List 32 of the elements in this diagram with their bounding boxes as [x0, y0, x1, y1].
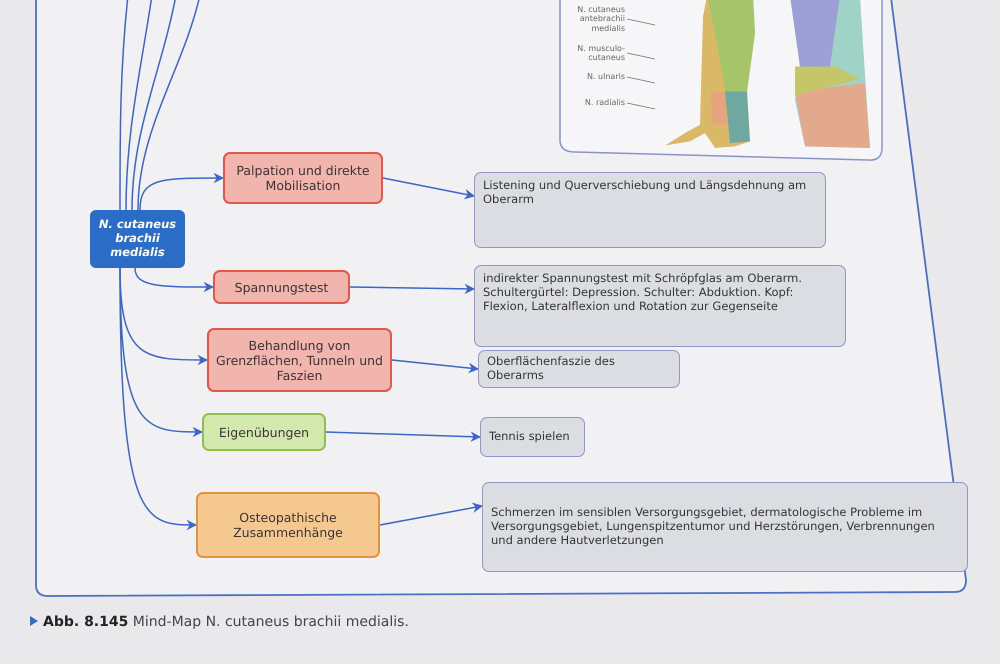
figure-caption: Abb. 8.145 Mind-Map N. cutaneus brachii medialis.: [43, 614, 409, 630]
arrow: [380, 502, 484, 526]
category-box: Eigenübungen: [202, 413, 326, 451]
arrow: [134, 268, 214, 292]
topic-box: N. cutaneus brachii medialis: [90, 210, 185, 268]
connector-line: [131, 0, 177, 210]
category-box: Osteopathische Zusammenhänge: [196, 492, 380, 558]
arrow: [350, 284, 476, 294]
detail-box: Oberflächenfaszie des Oberarms: [478, 350, 680, 388]
arrow: [139, 172, 224, 210]
figure-label: N. cutaneus antebrachii medialis: [565, 0, 625, 38]
figure-label: N. musculo-cutaneus: [565, 40, 625, 66]
category-box: Spannungstest: [213, 270, 350, 304]
leader-line: [626, 76, 656, 84]
detail-box: indirekter Spannungstest mit Schröpfglas am Oberarm. Schultergürtel: Depression. Schulter: Abduktion. Kopf: Flexion, Lateralflexion und Rotation zur Gegenseite: [474, 265, 846, 347]
category-box: Palpation und direkte Mobilisation: [223, 152, 383, 204]
leader-line: [626, 102, 656, 110]
category-box: Behandlung von Grenzflächen, Tunneln und Faszien: [207, 328, 392, 392]
arrow: [119, 268, 198, 530]
connector-line: [125, 0, 153, 210]
leader-line: [626, 18, 656, 26]
arrow: [326, 431, 482, 442]
connector-line: [119, 0, 129, 210]
detail-box: Tennis spielen: [480, 417, 585, 457]
leader-line: [626, 52, 656, 60]
detail-box: Schmerzen im sensiblen Versorgungsgebiet, dermatologische Probleme im Versorgungsgebiet, Lungenspitzentumor und Herzstörungen, Verbrennungen und andere Hautverletzungen: [482, 482, 968, 572]
connector-line: [137, 0, 201, 210]
arrow: [392, 359, 480, 374]
detail-box: Listening und Querverschiebung und Längsdehnung am Oberarm: [474, 172, 826, 248]
figure-label: N. radialis: [565, 96, 625, 110]
arrow: [382, 177, 476, 200]
figure-label: N. ulnaris: [565, 70, 625, 84]
